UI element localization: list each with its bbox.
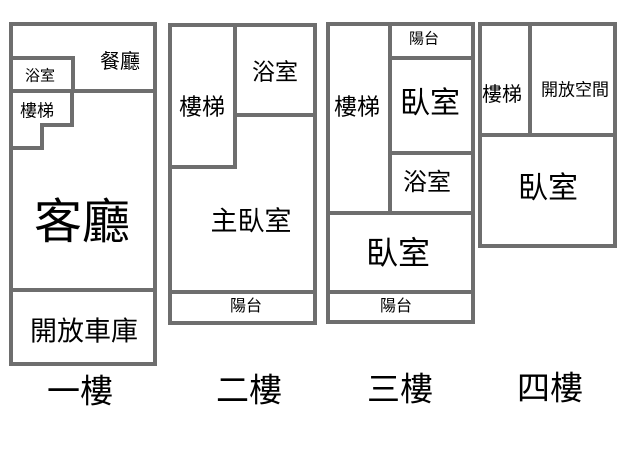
room-label-bedroom-f4: 臥室 xyxy=(518,172,578,205)
floor2-stairs-right-wall xyxy=(233,23,237,169)
room-label-balcony-bottom-f3: 陽台 xyxy=(379,298,413,315)
floor1-stairs-left-wall xyxy=(40,123,44,150)
room-label-living: 客廳 xyxy=(33,196,131,249)
room-label-stairs-f3: 樓梯 xyxy=(334,93,380,120)
room-label-stairs-f4: 樓梯 xyxy=(482,84,522,106)
floor3-bedroom-divider-wall xyxy=(388,151,475,155)
floor1-outline xyxy=(9,22,157,366)
floor3-stairs-right-wall xyxy=(388,22,392,215)
room-label-garage: 開放車庫 xyxy=(30,316,138,347)
floor3-balcony-top-wall xyxy=(388,56,475,60)
floor3-caption: 三樓 xyxy=(367,370,433,408)
floor2-bathroom-bottom-wall xyxy=(233,113,317,117)
floor1-garage-divider-wall xyxy=(9,288,157,292)
floor4-caption: 四樓 xyxy=(517,369,583,407)
floor2-caption: 二樓 xyxy=(216,371,282,409)
room-label-balcony-f2: 陽台 xyxy=(229,298,263,315)
room-label-bathroom-f3: 浴室 xyxy=(403,169,451,196)
floor2-outline xyxy=(168,23,317,325)
floor2-stairs-bottom-wall xyxy=(168,165,237,169)
room-label-bedroom-main-f3: 臥室 xyxy=(365,235,431,271)
floor4-stairs-right-wall xyxy=(528,22,532,137)
floor4-middle-divider-wall xyxy=(478,133,617,137)
floor3-outline xyxy=(326,22,475,324)
floor1-stairs-bottom-wall xyxy=(9,146,44,150)
room-label-bathroom-f2: 浴室 xyxy=(252,58,298,85)
floor3-balcony-divider-wall xyxy=(326,290,475,294)
room-label-bathroom-f1: 浴室 xyxy=(24,67,56,85)
room-label-stairs-f1: 樓梯 xyxy=(20,101,54,121)
floor1-bathroom-top-wall xyxy=(9,56,75,60)
room-label-bedroom-right-f3: 臥室 xyxy=(400,87,460,120)
floor2-balcony-divider-wall xyxy=(168,290,317,294)
floor1-stairs-right-wall xyxy=(70,89,74,127)
floor3-middle-divider-wall xyxy=(326,211,475,215)
room-label-stairs-f2: 樓梯 xyxy=(179,93,225,120)
floor1-stairs-step-wall xyxy=(40,123,74,127)
room-label-master-bedroom: 主臥室 xyxy=(210,206,292,237)
room-label-balcony-top-f3: 陽台 xyxy=(408,30,440,48)
room-label-open-space: 開放空間 xyxy=(541,80,609,100)
room-label-dining: 餐廳 xyxy=(100,51,140,73)
floor1-bathroom-right-wall xyxy=(71,56,75,93)
floor1-caption: 一樓 xyxy=(47,372,113,410)
floor1-dining-divider-wall xyxy=(9,89,157,93)
